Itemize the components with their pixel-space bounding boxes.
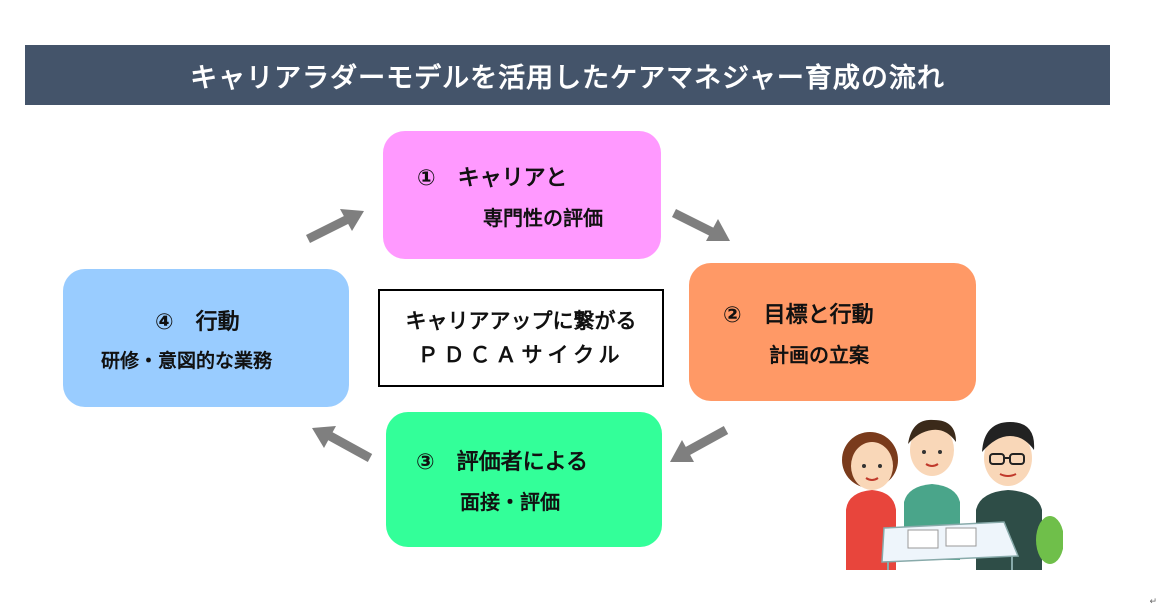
- pdca-center-box: キャリアアップに繋がる ＰＤＣＡサイクル: [378, 289, 664, 387]
- diagram-title: キャリアラダーモデルを活用したケアマネジャー育成の流れ: [25, 45, 1110, 105]
- step-2-number: ②: [723, 302, 742, 328]
- pdca-line1: キャリアアップに繋がる: [405, 309, 637, 333]
- paragraph-mark: ↵: [1149, 597, 1157, 607]
- step-2-line1: 目標と行動: [763, 302, 874, 328]
- arrow-1-to-2-icon: [671, 208, 730, 241]
- step-3-number: ③: [416, 450, 435, 475]
- step-1-line2: 専門性の評価: [483, 205, 603, 230]
- step-1-career-evaluation: ① キャリアと 専門性の評価: [383, 131, 661, 259]
- step-4-line2: 研修・意図的な業務: [101, 349, 273, 372]
- step-2-goal-planning: ② 目標と行動 計画の立案: [689, 263, 976, 401]
- arrow-3-to-4-icon: [312, 426, 373, 462]
- pdca-line2: ＰＤＣＡサイクル: [417, 343, 625, 367]
- three-people-meeting-icon: [842, 419, 1063, 570]
- step-4-number: ④: [155, 309, 174, 335]
- arrow-2-to-3-icon: [670, 426, 729, 462]
- step-4-action: ④ 行動 研修・意図的な業務: [63, 269, 349, 407]
- step-2-line2: 計画の立案: [769, 342, 869, 367]
- step-3-line1: 評価者による: [456, 450, 588, 475]
- step-1-number: ①: [417, 165, 436, 191]
- step-4-line1: 行動: [195, 309, 240, 335]
- step-3-interview-evaluation: ③ 評価者による 面接・評価: [386, 412, 662, 547]
- arrow-4-to-1-icon: [305, 209, 364, 244]
- step-3-line2: 面接・評価: [460, 490, 560, 514]
- step-1-line1: キャリアと: [457, 165, 568, 191]
